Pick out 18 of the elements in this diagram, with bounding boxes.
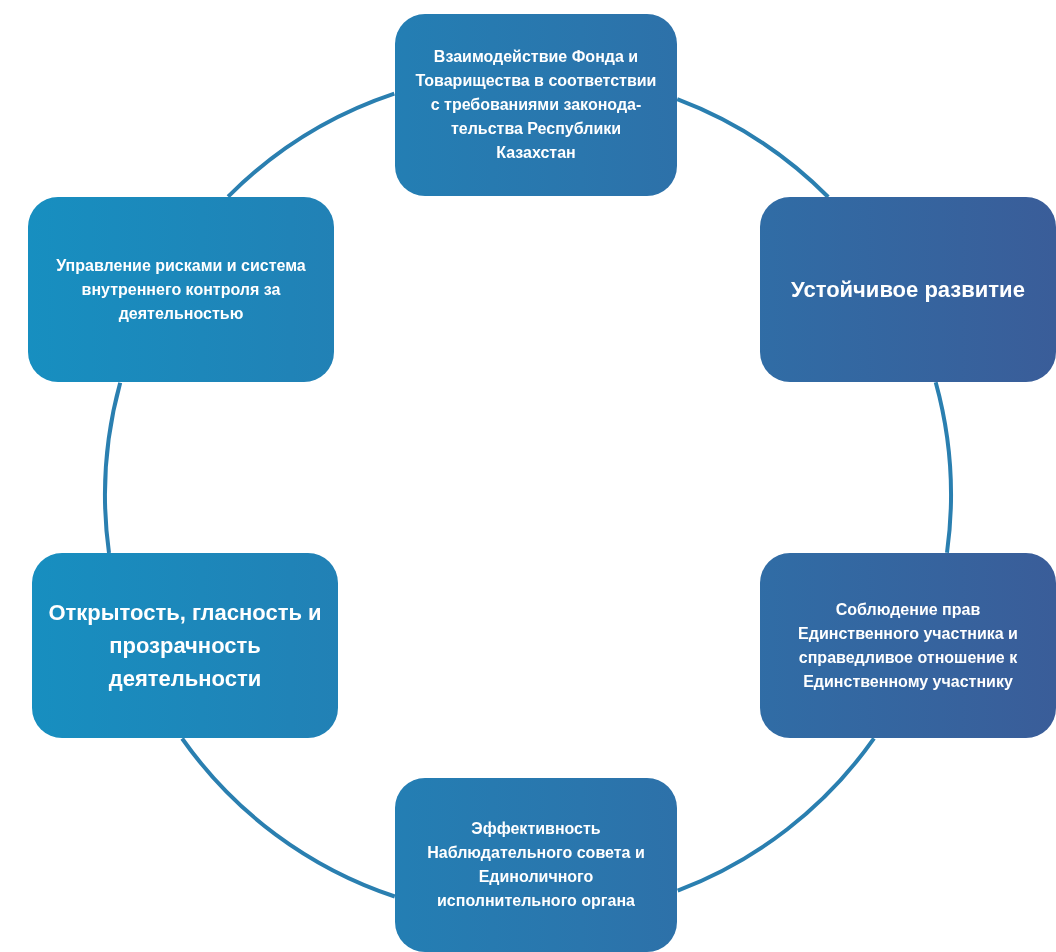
principle-text: Взаимодействие Фонда и Товарищества в соответствии с требованиями законода-тельства Республики Казахстан [414, 47, 658, 163]
ring-arc [226, 91, 396, 199]
principle-text: Открытость, гласность и прозрачность деятельности [48, 599, 322, 693]
ring-arc [103, 382, 123, 554]
principle-box [760, 553, 1056, 738]
principle-box [28, 197, 334, 382]
principle-text: Управление рисками и система внутреннего контроля за деятельностью [55, 255, 307, 324]
principle-text: Эффективность Наблюдательного совета и Единоличного исполнительного органа [426, 819, 646, 911]
ring-arc [676, 97, 830, 199]
principle-box [395, 778, 677, 952]
principle-box [395, 14, 677, 196]
ring-arc [933, 381, 953, 553]
principle-box [32, 553, 338, 738]
ring-arc [676, 737, 876, 893]
principle-text: Соблюдение прав Единственного участника и справедливое отношение к Единственному участнику [797, 599, 1019, 692]
principle-box [760, 197, 1056, 382]
principle-text: Устойчивое развитие [791, 276, 1025, 304]
ring-arc [180, 737, 396, 899]
